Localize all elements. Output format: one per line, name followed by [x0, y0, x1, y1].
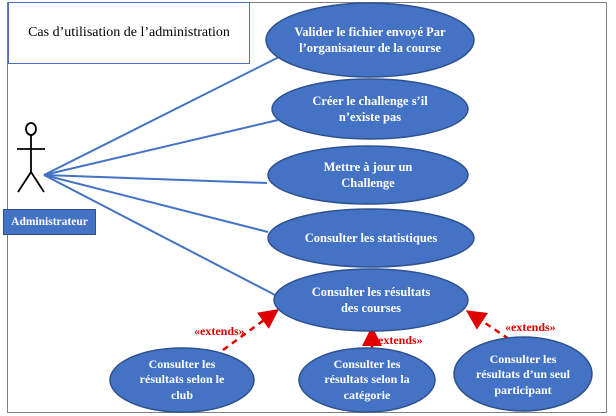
association-mettre: [43, 174, 268, 184]
actor-head: [25, 122, 37, 136]
use-case-club[interactable]: Consulter les résultats selon le club: [139, 356, 225, 402]
use-case-club-ellipse[interactable]: [109, 347, 255, 413]
use-case-categorie-ellipse[interactable]: [298, 347, 436, 413]
associations: [43, 52, 288, 297]
use-case-mettre-ellipse[interactable]: [267, 145, 469, 205]
association-creer: [43, 119, 279, 176]
use-case-participant-ellipse[interactable]: [453, 336, 593, 412]
actor-left-leg: [17, 171, 32, 193]
extends-arrow-participant: [465, 310, 519, 347]
use-case-creer-ellipse[interactable]: [271, 78, 469, 140]
extends-label-club: «extends»: [194, 324, 245, 338]
use-case-creer[interactable]: Créer le challenge s’il n’existe pas: [312, 94, 428, 124]
extends-label-categorie: «extends»: [372, 333, 423, 347]
association-stats: [43, 174, 269, 233]
use-case-valider[interactable]: Valider le fichier envoyé Par l’organisa…: [294, 25, 446, 55]
extends-label-participant: «extends»: [505, 320, 556, 334]
association-resultats: [43, 174, 278, 297]
actor-right-leg: [30, 171, 45, 193]
actor-figure: [17, 122, 45, 193]
use-case-mettre[interactable]: Mettre à jour un Challenge: [323, 160, 413, 190]
use-case-categorie[interactable]: Consulter les résultats selon la catégor…: [324, 356, 410, 402]
use-case-stats-ellipse[interactable]: [267, 208, 475, 268]
use-case-stats[interactable]: Consulter les statistiques: [304, 231, 438, 245]
use-case-valider-ellipse[interactable]: [265, 2, 475, 78]
diagram-title: Cas d’utilisation de l’administration: [8, 2, 250, 64]
use-case-participant[interactable]: Consulter les résultats d’un seul partic…: [475, 351, 570, 397]
association-valider: [43, 52, 288, 176]
actor-label[interactable]: Administrateur: [3, 209, 96, 235]
diagram-frame: [7, 2, 607, 413]
use-case-resultats-ellipse[interactable]: [273, 268, 469, 332]
use-case-resultats[interactable]: Consulter les résultats des courses: [311, 285, 431, 315]
